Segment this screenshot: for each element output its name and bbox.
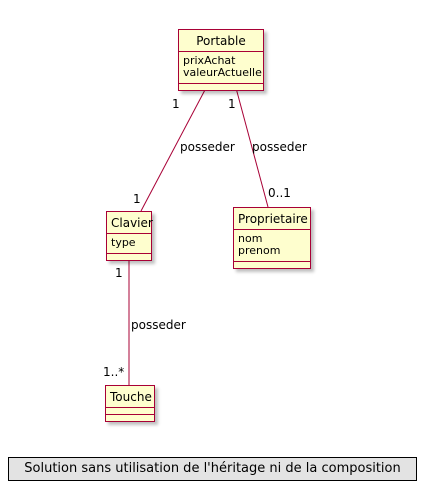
attribute-prenom: prenom xyxy=(238,244,281,257)
multiplicity-portable-proprietaire-source: 1 xyxy=(228,97,236,111)
association-label-portable-clavier: posseder xyxy=(180,140,235,154)
class-portable-attributes: prixAchat valeurActuelle xyxy=(179,51,263,83)
class-portable[interactable]: Portable prixAchat valeurActuelle xyxy=(178,29,264,91)
attribute-type: type xyxy=(111,236,136,249)
class-touche-operations xyxy=(106,414,154,421)
class-portable-operations xyxy=(179,83,263,90)
class-proprietaire-name: Proprietaire xyxy=(238,212,308,226)
class-clavier-operations xyxy=(107,253,151,260)
diagram-caption: Solution sans utilisation de l'héritage … xyxy=(8,457,417,481)
class-touche-name: Touche xyxy=(110,390,152,404)
association-label-portable-proprietaire: posseder xyxy=(252,140,307,154)
edge-portable-clavier xyxy=(140,87,207,212)
multiplicity-portable-clavier-target: 1 xyxy=(133,192,141,206)
attribute-valeuractuelle: valeurActuelle xyxy=(183,66,262,79)
attribute-prixachat: prixAchat xyxy=(183,54,236,67)
class-clavier[interactable]: Clavier type xyxy=(106,211,153,261)
edge-portable-proprietaire xyxy=(235,87,269,208)
association-label-clavier-touche: posseder xyxy=(131,318,186,332)
multiplicity-clavier-touche-source: 1 xyxy=(115,266,123,280)
class-proprietaire-operations xyxy=(234,261,310,268)
class-proprietaire[interactable]: Proprietaire nom prenom xyxy=(233,207,311,269)
multiplicity-portable-proprietaire-target: 0..1 xyxy=(268,186,291,200)
multiplicity-clavier-touche-target: 1..* xyxy=(103,365,125,379)
multiplicity-portable-clavier-source: 1 xyxy=(172,97,180,111)
class-proprietaire-attributes: nom prenom xyxy=(234,229,310,261)
attribute-nom: nom xyxy=(238,232,263,245)
class-portable-name: Portable xyxy=(196,34,246,48)
class-clavier-name: Clavier xyxy=(111,216,153,230)
class-touche-attributes xyxy=(106,407,154,414)
class-clavier-attributes: type xyxy=(107,233,151,253)
class-touche[interactable]: Touche xyxy=(105,385,155,422)
